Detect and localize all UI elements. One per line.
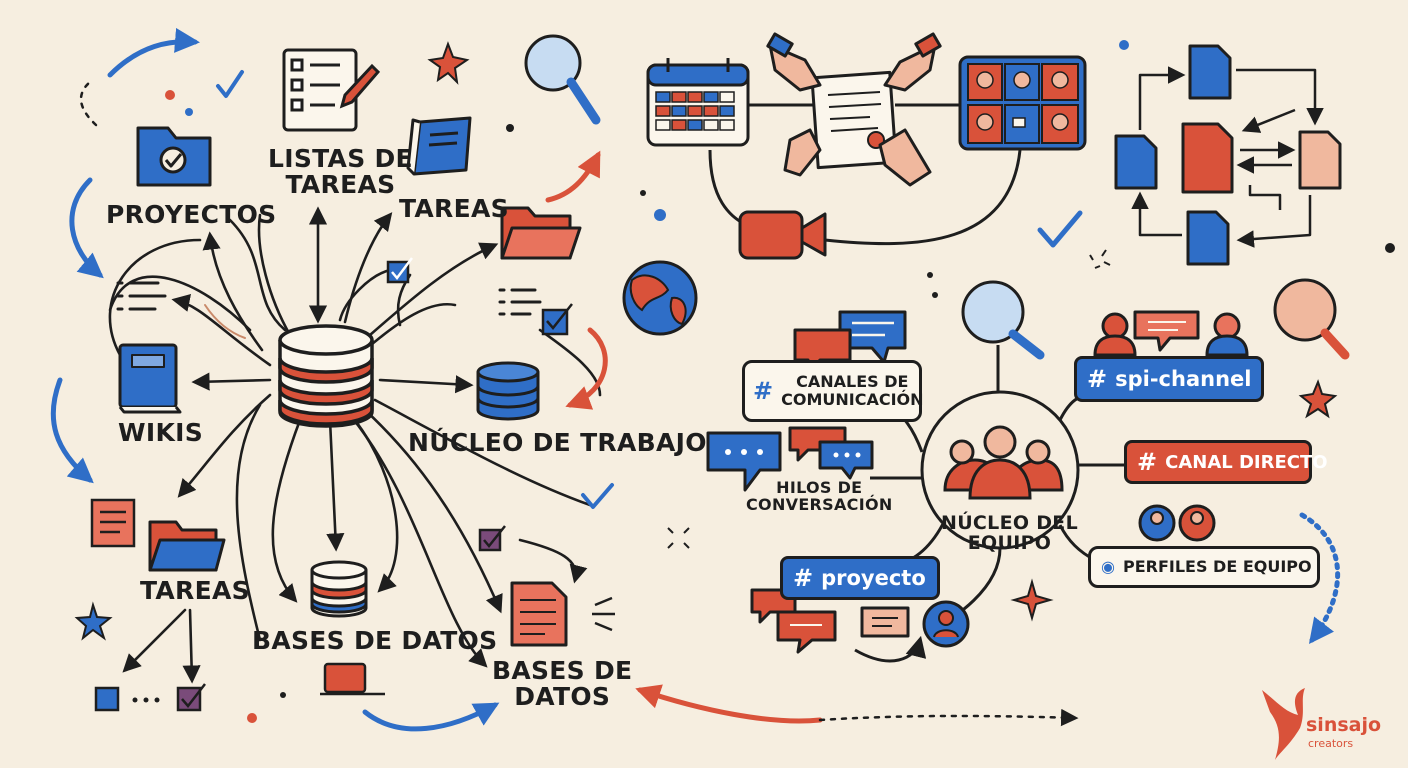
checkbox-icons [94,257,573,712]
calendar-icon [646,58,750,147]
label-hilos-de-conversacion: HILOS DE CONVERSACIÓN [746,478,893,514]
sparkle-icon [667,249,1111,549]
user-profile-icon [922,312,1249,648]
magnifier-icon-right [961,278,1350,360]
user-small-icon: ◉ [1101,557,1115,577]
label-listas-line: LISTAS DE TAREAS [268,144,413,200]
database-icon [476,361,540,421]
label-bases-de-datos-center: BASES DE DATOS [252,626,498,655]
hash-icon: # [1137,448,1158,476]
central-database-icon [278,324,374,428]
label-nucleo-del-equipo: NÚCLEO DEL EQUIPO [941,512,1078,554]
book-icon [406,116,472,176]
wiki-book-icon [118,343,182,414]
channel-proyecto-label: proyecto [821,566,926,590]
brand-sub: creators [1308,737,1354,750]
camera-icon [738,210,827,260]
team-icon [943,425,1064,500]
label-bases-de-datos-right: BASES DE DATOS [492,656,633,712]
star-icon [74,41,470,641]
small-database-icon [310,560,368,618]
channel-directo-label: CANAL DIRECTO [1165,451,1328,473]
channel-proyecto[interactable]: # proyecto [780,556,940,600]
checkmark-icon [216,70,1083,509]
folder-icon [500,206,582,260]
document-icon [510,581,615,647]
sinsajo-logo-icon [1262,688,1305,760]
accent-arrows-left [50,27,608,732]
channel-canal-directo[interactable]: # CANAL DIRECTO [1124,440,1328,484]
label-tareas-bottom: TAREAS [140,576,250,605]
label-canales-de-comunicacion: CANALES DE COMUNICACIÓN [781,372,924,409]
label-listas-de-tareas: LISTAS DE TAREAS [268,144,413,200]
label-wikis: WIKIS [118,418,204,447]
channel-spi-channel[interactable]: # spi-channel [1074,356,1264,402]
work-connectors [108,206,602,684]
magnifier-icon [524,34,601,125]
chat-bubble-icon [706,310,1200,654]
checklist-icon [282,48,381,132]
folder-icon-bottom [148,520,226,572]
documents-flow-icon [1114,44,1342,266]
label-perfiles-de-equipo: PERFILES DE EQUIPO [1122,557,1312,577]
folder-check-icon [136,126,212,187]
note-icon [90,498,136,548]
decor-dots [165,40,1395,723]
label-nucleo-de-trabajo: NÚCLEO DE TRABAJO [408,428,707,457]
hash-icon: # [753,376,774,405]
ellipsis [132,697,160,703]
label-tareas-top: TAREAS [399,194,509,223]
hash-icon: # [1087,365,1108,393]
canales-de-comunicacion-box: # CANALES DE COMUNICACIÓN [742,360,924,422]
globe-icon [622,260,698,336]
label-proyectos: PROYECTOS [106,200,277,229]
video-call-icon [958,55,1087,151]
perfiles-de-equipo-box: ◉ PERFILES DE EQUIPO [1088,546,1320,588]
brand-name: sinsajo [1306,714,1382,736]
accent-arrows-right [635,512,1341,727]
hash-icon: # [793,564,814,592]
contract-icon [766,32,942,187]
list-lines-icons [116,281,542,316]
star-icon-right [1010,379,1338,622]
channel-spi-label: spi-channel [1115,367,1252,391]
laptop-icon [320,662,385,696]
